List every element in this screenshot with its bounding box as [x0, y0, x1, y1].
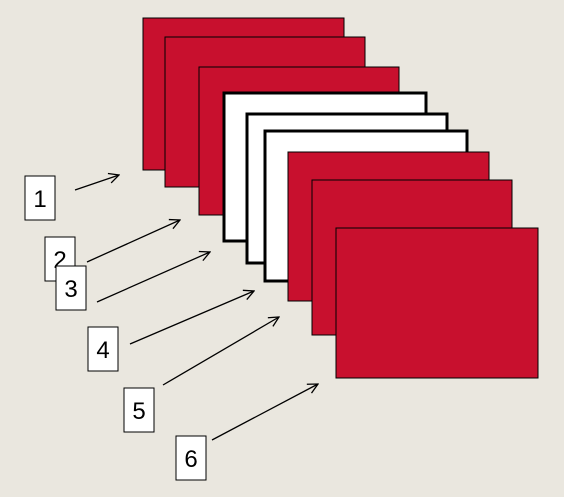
label-5: 5: [132, 398, 145, 425]
red-panel-9: [335, 227, 539, 379]
arrow-5: [162, 317, 279, 386]
label-box-1: 1: [24, 175, 56, 221]
label-4: 4: [96, 337, 109, 364]
panels-layer: [142, 17, 539, 379]
arrow-1: [74, 175, 119, 191]
label-3: 3: [64, 276, 77, 303]
label-box-6: 6: [175, 435, 207, 481]
label-box-5: 5: [123, 387, 155, 433]
arrow-2: [86, 220, 180, 263]
arrow-6: [211, 384, 318, 441]
labels-layer: 1 2 3 4 5 6: [24, 175, 207, 481]
label-6: 6: [184, 446, 197, 473]
arrow-4: [129, 291, 254, 345]
label-1: 1: [33, 186, 46, 213]
arrows-layer: [74, 175, 318, 441]
label-box-4: 4: [87, 326, 119, 372]
label-box-3: 3: [55, 265, 87, 311]
arrow-3: [96, 252, 210, 303]
